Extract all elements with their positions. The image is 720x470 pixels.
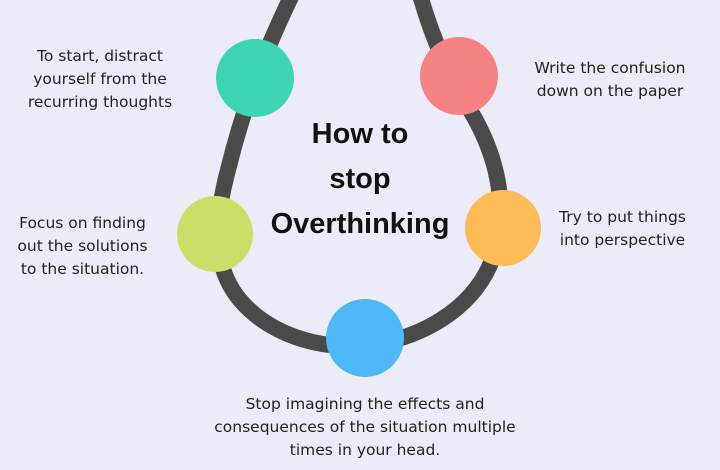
step-5-label: Focus on finding out the solutions to th… — [17, 214, 148, 278]
step-4-label: Stop imagining the effects and consequen… — [214, 395, 516, 459]
step-3-dot — [465, 190, 541, 266]
step-3-label: Try to put things into perspective — [559, 208, 686, 249]
step-2-label: Write the confusion down on the paper — [534, 59, 686, 100]
diagram-title: How to stop Overthinking — [270, 118, 450, 240]
step-1-dot — [216, 39, 294, 117]
step-1-label: To start, distract yourself from the rec… — [27, 47, 173, 111]
step-2-dot — [420, 37, 498, 115]
step-4-dot — [326, 299, 404, 377]
step-5-dot — [177, 196, 253, 272]
